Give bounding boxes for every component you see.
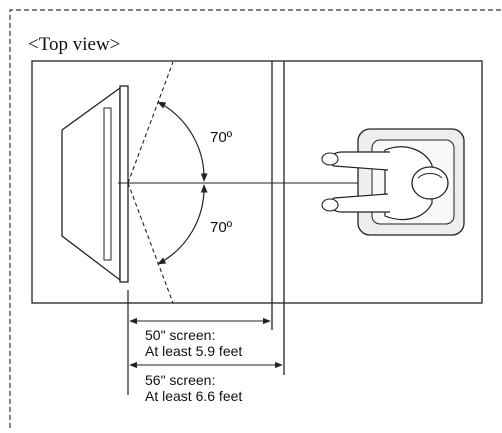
- room-outline: [31, 60, 483, 304]
- angle-line-upper: [127, 61, 174, 184]
- angle-line-lower: [127, 182, 174, 304]
- distance-50-line2: At least 5.9 feet: [145, 343, 242, 359]
- viewer-chair-icon: [321, 128, 465, 236]
- angle-arc-upper: [157, 101, 208, 182]
- distance-56-line2: At least 6.6 feet: [145, 388, 242, 404]
- distance-50-line1: 50" screen:: [145, 327, 215, 343]
- dashed-border: [9, 9, 502, 428]
- angle-label-upper: 70º: [210, 129, 233, 146]
- distance-56-line1: 56" screen:: [145, 372, 215, 388]
- angle-arc-lower: [157, 184, 208, 265]
- view-title: <Top view>: [28, 34, 120, 55]
- angle-label-lower: 70º: [210, 219, 233, 236]
- tv-icon: [61, 85, 129, 283]
